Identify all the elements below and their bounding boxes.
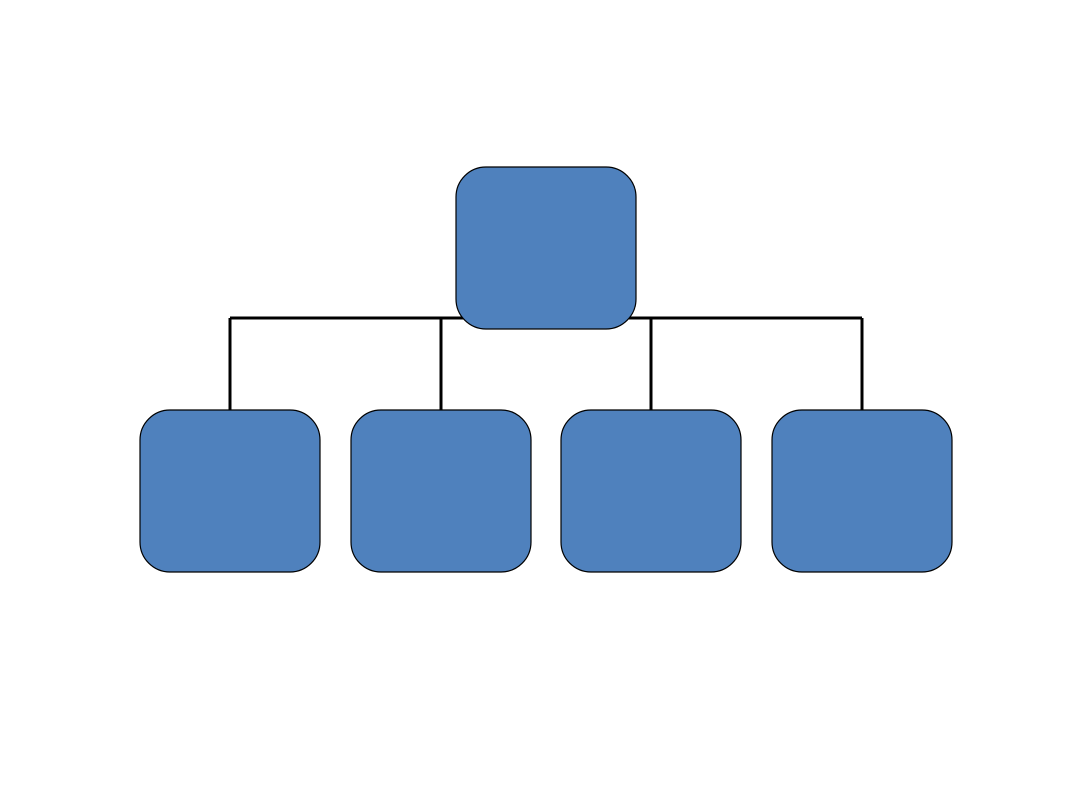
child-node-box-1[interactable] (139, 409, 321, 573)
connectors (228, 316, 864, 411)
child-node-shape-4 (771, 409, 953, 573)
child-node-box-4[interactable] (771, 409, 953, 573)
child-node-shape-1 (139, 409, 321, 573)
child-node-box-2[interactable] (350, 409, 532, 573)
root-node-box[interactable] (455, 166, 637, 330)
child-node-box-3[interactable] (560, 409, 742, 573)
child-node-shape-3 (560, 409, 742, 573)
child-node-shape-2 (350, 409, 532, 573)
root-node-shape (455, 166, 637, 330)
